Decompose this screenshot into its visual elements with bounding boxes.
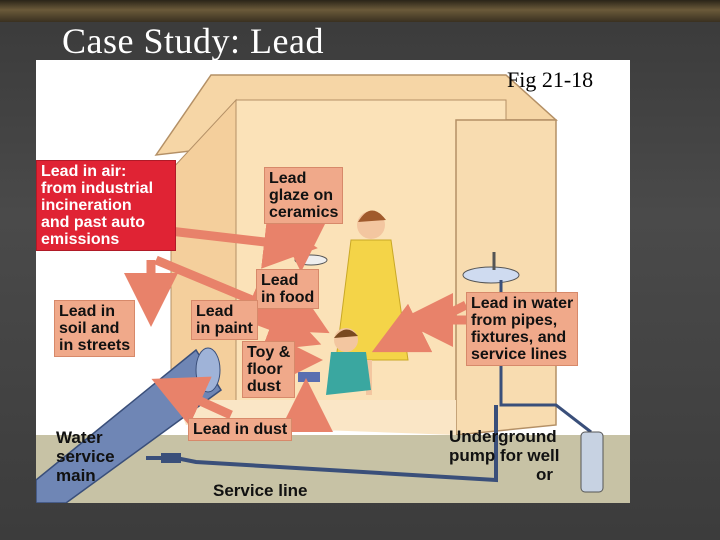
label-or: or <box>536 465 553 484</box>
sink <box>463 267 519 283</box>
label-lead-in-water: Lead in water from pipes, fixtures, and … <box>466 292 578 366</box>
label-lead-in-soil: Lead in soil and in streets <box>54 300 135 357</box>
figure-reference: Fig 21-18 <box>507 67 593 93</box>
well-pump-tank <box>581 432 603 492</box>
slide-title: Case Study: Lead <box>62 20 324 62</box>
label-lead-in-paint: Lead in paint <box>191 300 258 340</box>
decorative-top-band <box>0 0 720 22</box>
label-lead-in-dust: Lead in dust <box>188 418 292 441</box>
label-lead-in-food: Lead in food <box>256 269 319 309</box>
ceramic-plate <box>295 255 327 265</box>
label-service-line: Service line <box>213 481 308 500</box>
label-lead-in-air: Lead in air: from industrial incineratio… <box>36 160 176 251</box>
label-underground-pump: Underground pump for well <box>449 427 560 465</box>
label-water-service-main: Water service main <box>56 428 115 485</box>
label-lead-glaze: Lead glaze on ceramics <box>264 167 343 224</box>
diagram-panel: Lead in air: from industrial incineratio… <box>36 60 630 503</box>
label-toy-floor-dust: Toy & floor dust <box>242 341 295 398</box>
